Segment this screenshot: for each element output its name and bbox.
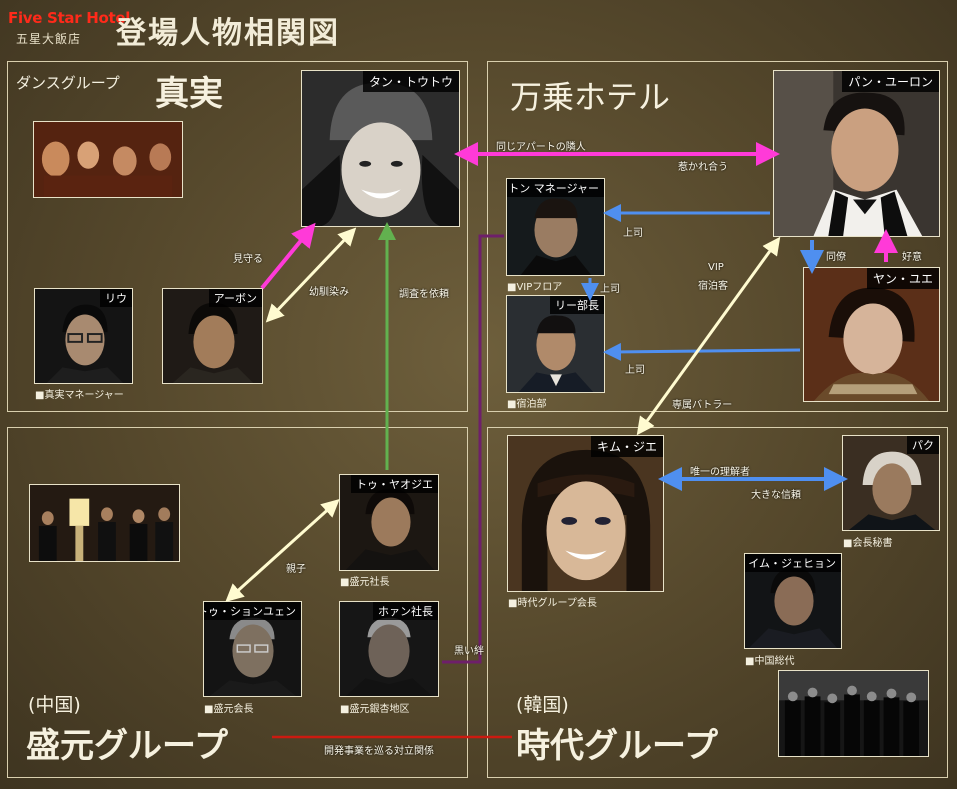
character-imu-jehyon-name: イム・ジェヒョン bbox=[745, 554, 841, 572]
character-imu-jehyon-caption: ■中国総代 bbox=[745, 656, 795, 667]
logo-five-star-hotel: Five Star Hotel bbox=[8, 9, 131, 27]
character-tan-totou-name: タン・トウトウ bbox=[362, 71, 459, 92]
character-huang-president[interactable]: ホァン社長 bbox=[339, 601, 439, 697]
character-huang-president-caption: ■盛元銀杏地区 bbox=[340, 704, 410, 715]
group-hotel-name: 万乗ホテル bbox=[510, 78, 671, 116]
rel-vip: VIP bbox=[708, 262, 724, 273]
character-kim-jie-name: キム・ジエ bbox=[590, 436, 663, 457]
panel-shengyuan bbox=[7, 427, 468, 778]
logo-chinese-title: 五星大飯店 bbox=[16, 32, 82, 46]
shengyuan-group-photo bbox=[29, 484, 180, 562]
group-dance-prefix: ダンスグループ bbox=[16, 74, 120, 92]
character-riu[interactable]: リウ bbox=[34, 288, 133, 384]
character-abon[interactable]: アーボン bbox=[162, 288, 263, 384]
character-tou-shonyuen-name: トゥ・ションユェン bbox=[204, 602, 301, 620]
rel-trust: 大きな信頼 bbox=[751, 490, 801, 501]
character-paku[interactable]: パク bbox=[842, 435, 940, 531]
character-yan-yue-name: ヤン・ユエ bbox=[866, 268, 939, 289]
group-shengyuan-name: 盛元グループ bbox=[26, 726, 228, 766]
rel-colleague: 同僚 bbox=[826, 252, 846, 263]
group-jidai-name: 時代グループ bbox=[516, 726, 718, 766]
character-paku-name: パク bbox=[907, 436, 939, 454]
character-pan-yulong-name: パン・ユーロン bbox=[842, 71, 939, 92]
rel-neighbor: 同じアパートの隣人 bbox=[496, 142, 586, 153]
panel-dance-group bbox=[7, 61, 468, 412]
link-yan-lee bbox=[603, 342, 801, 361]
character-ton-manager-caption: ■VIPフロア bbox=[507, 282, 563, 293]
rel-boss-ton: 上司 bbox=[623, 228, 643, 239]
rel-dark-bond: 黒い絆 bbox=[454, 646, 484, 657]
character-tou-yaojie-name: トゥ・ヤオジエ bbox=[351, 475, 438, 493]
character-tan-totou[interactable]: タン・トウトウ bbox=[301, 70, 460, 227]
rel-attracted: 惹かれ合う bbox=[678, 162, 728, 173]
group-shengyuan-country: (中国) bbox=[28, 694, 81, 716]
rel-boss-yan: 上司 bbox=[625, 365, 645, 376]
link-abon-tan bbox=[260, 222, 316, 290]
rel-watch: 見守る bbox=[233, 254, 263, 265]
character-imu-jehyon[interactable]: イム・ジェヒョン bbox=[744, 553, 842, 649]
link-huang-ton bbox=[442, 234, 504, 664]
page-title: 登場人物相関図 bbox=[116, 16, 340, 51]
rel-liking: 好意 bbox=[902, 252, 922, 263]
rel-guest: 宿泊客 bbox=[698, 281, 728, 292]
character-huang-president-name: ホァン社長 bbox=[373, 602, 438, 620]
link-tou-toushen bbox=[225, 498, 340, 603]
rel-butler: 専属バトラー bbox=[672, 400, 733, 411]
character-riu-name: リウ bbox=[100, 289, 132, 307]
character-pan-yulong[interactable]: パン・ユーロン bbox=[773, 70, 940, 237]
character-abon-name: アーボン bbox=[208, 289, 262, 307]
character-tou-yaojie-caption: ■盛元社長 bbox=[340, 577, 390, 588]
dance-group-photo bbox=[33, 121, 183, 198]
rel-conflict: 開発事業を巡る対立関係 bbox=[324, 746, 434, 757]
group-dance-name: 真実 bbox=[155, 74, 223, 114]
character-paku-caption: ■会長秘書 bbox=[843, 538, 893, 549]
character-ton-manager-name: トン マネージャー bbox=[507, 179, 604, 197]
link-pan-kim bbox=[636, 236, 781, 436]
character-yan-yue[interactable]: ヤン・ユエ bbox=[803, 267, 940, 402]
jidai-group-photo bbox=[778, 670, 929, 757]
rel-investigate: 調査を依頼 bbox=[399, 289, 449, 300]
character-tou-shonyuen-caption: ■盛元会長 bbox=[204, 704, 254, 715]
character-riu-caption: ■真実マネージャー bbox=[35, 390, 124, 401]
character-kim-jie-caption: ■時代グループ会長 bbox=[508, 598, 597, 609]
link-abon-tan-childhood bbox=[265, 227, 357, 323]
character-tou-shonyuen[interactable]: トゥ・ションユェン bbox=[203, 601, 302, 697]
rel-childhood: 幼馴染み bbox=[309, 287, 349, 298]
rel-understand: 唯一の理解者 bbox=[690, 467, 750, 478]
character-lee-bucho-caption: ■宿泊部 bbox=[507, 399, 547, 410]
group-jidai-country: (韓国) bbox=[516, 694, 569, 716]
character-kim-jie[interactable]: キム・ジエ bbox=[507, 435, 664, 592]
rel-boss-lee: 上司 bbox=[600, 284, 620, 295]
character-ton-manager[interactable]: トン マネージャー bbox=[506, 178, 605, 276]
rel-parent: 親子 bbox=[286, 564, 306, 575]
